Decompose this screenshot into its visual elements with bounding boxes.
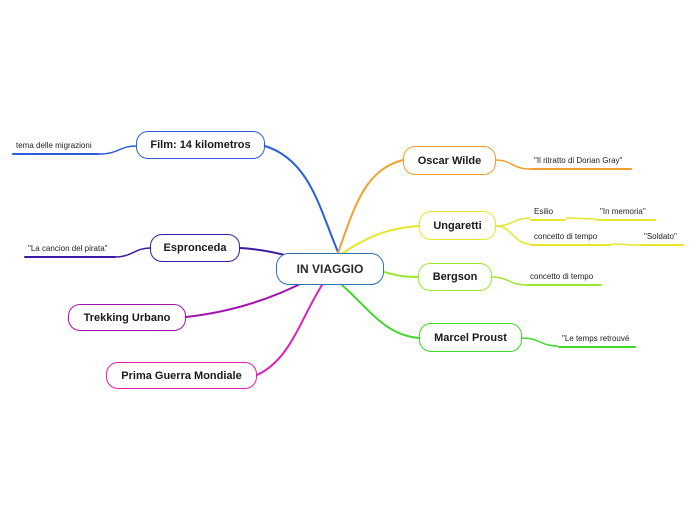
- note-underline: [530, 168, 632, 170]
- note-underline: [596, 219, 656, 221]
- connector-proust-note: [521, 337, 559, 347]
- connector-ungaretti-note-2b: [611, 243, 641, 246]
- connector-film: [264, 145, 339, 253]
- note-underline: [640, 244, 684, 246]
- note-le-temps-retrouve[interactable]: "Le temps retrouvé: [558, 334, 636, 348]
- connector-guerra: [256, 284, 323, 376]
- note-concetto-di-tempo-bergson[interactable]: concetto di tempo: [526, 272, 602, 286]
- topic-prima-guerra-mondiale[interactable]: Prima Guerra Mondiale: [106, 362, 257, 389]
- note-il-ritratto-di-dorian-gray[interactable]: "Il ritratto di Dorian Gray": [530, 156, 632, 170]
- connector-film-note: [99, 145, 137, 155]
- connector-espronceda-note: [114, 247, 151, 258]
- central-topic[interactable]: IN VIAGGIO: [276, 253, 384, 285]
- note-la-cancion-del-pirata[interactable]: "La cancion del pirata": [24, 244, 116, 258]
- note-underline: [12, 153, 100, 155]
- connector-ungaretti-note-1b: [565, 217, 597, 220]
- note-soldato[interactable]: "Soldato": [640, 232, 684, 246]
- note-underline: [558, 346, 636, 348]
- note-underline: [530, 219, 566, 221]
- topic-ungaretti[interactable]: Ungaretti: [419, 211, 496, 240]
- connector-bergson-note: [491, 276, 527, 286]
- topic-espronceda[interactable]: Espronceda: [150, 234, 240, 262]
- connector-trekking: [185, 279, 309, 318]
- topic-film-14-kilometros[interactable]: Film: 14 kilometros: [136, 131, 265, 159]
- note-concetto-di-tempo-ungaretti[interactable]: concetto di tempo: [530, 232, 612, 246]
- topic-trekking-urbano[interactable]: Trekking Urbano: [68, 304, 186, 331]
- connector-ungaretti: [342, 225, 420, 254]
- note-underline: [530, 244, 612, 246]
- topic-oscar-wilde[interactable]: Oscar Wilde: [403, 146, 496, 175]
- connector-ungaretti-note-2: [495, 225, 531, 245]
- connector-proust: [341, 284, 420, 339]
- note-underline: [24, 256, 116, 258]
- topic-bergson[interactable]: Bergson: [418, 263, 492, 291]
- note-tema-delle-migrazioni[interactable]: tema delle migrazioni: [12, 141, 100, 155]
- connector-ungaretti-note-1: [495, 217, 531, 227]
- connector-bergson: [383, 271, 419, 278]
- note-esilio[interactable]: Esilio: [530, 207, 566, 221]
- note-underline: [526, 284, 602, 286]
- connector-wilde: [337, 159, 404, 254]
- topic-marcel-proust[interactable]: Marcel Proust: [419, 323, 522, 352]
- note-in-memoria[interactable]: "In memoria": [596, 207, 656, 221]
- connector-wilde-note: [495, 159, 531, 170]
